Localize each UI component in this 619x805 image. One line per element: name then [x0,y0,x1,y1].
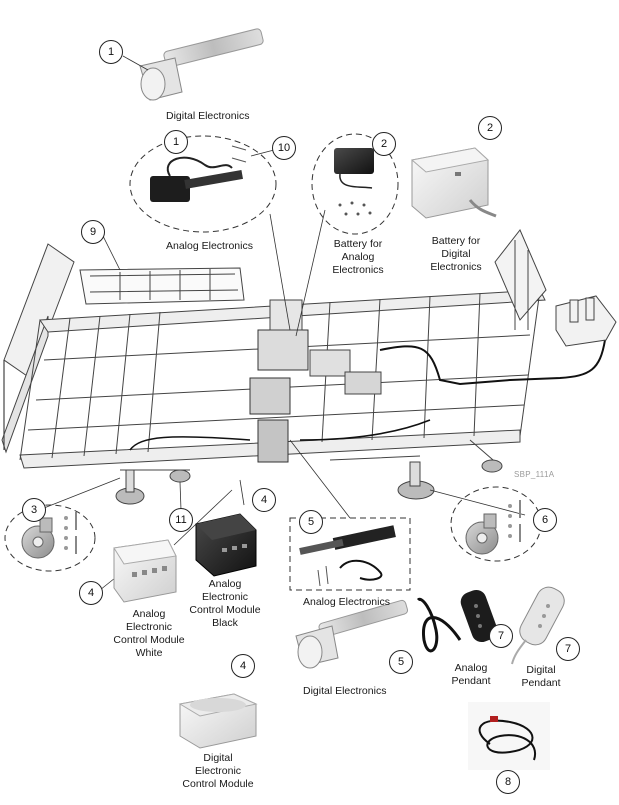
label-digital-pendant: Digital Pendant [521,664,561,689]
label-analog-electronics-right: Analog Electronics [303,596,390,608]
callout-4-black: 4 [252,488,276,512]
callout-10: 10 [272,136,296,160]
battery-analog-dashed-circle [311,133,399,235]
battery-digital [410,147,497,219]
label-analog-control-black: Analog Electronic Control Module Black [189,578,261,629]
analog-actuator-right [299,525,396,587]
caster-right [465,500,521,555]
callout-7-digital: 7 [556,637,580,661]
leader-lines [43,209,526,591]
cable [468,702,550,770]
analog-actuator-dashed-circle [129,135,277,233]
caster-left-dashed-circle [4,504,96,572]
callout-9: 9 [81,220,105,244]
callout-5-box: 5 [299,510,323,534]
label-battery-digital: Battery for Digital Electronics [430,235,482,273]
label-analog-electronics-left: Analog Electronics [166,240,253,252]
bed-frame [1,229,606,505]
digital-actuator-top [122,28,264,101]
callout-5-digital: 5 [389,650,413,674]
battery-analog [334,148,374,216]
label-battery-analog: Battery for Analog Electronics [332,238,384,276]
label-analog-pendant: Analog Pendant [451,662,491,687]
callout-4-digital: 4 [231,654,255,678]
digital-control-module [178,693,258,749]
callout-2-analog: 2 [372,132,396,156]
label-digital-electronics-top: Digital Electronics [166,110,250,122]
label-digital-control-module: Digital Electronic Control Module [182,752,254,790]
analog-actuator-right-dashed-box [289,517,411,591]
callout-4-white: 4 [79,581,103,605]
analog-control-module-white [113,539,177,603]
analog-actuator-left [150,145,275,202]
analog-control-module-black [195,513,257,577]
callout-7-analog: 7 [489,624,513,648]
digital-pendant [511,586,565,665]
callout-8: 8 [496,770,520,794]
callout-1-circle: 1 [164,130,188,154]
analog-pendant [416,589,498,653]
callout-11: 11 [169,508,193,532]
caster-left [21,512,77,559]
figure-code: SBP_111A [514,470,555,479]
callout-6: 6 [533,508,557,532]
callout-3: 3 [22,498,46,522]
digital-actuator-bottom [295,599,408,669]
label-digital-electronics-bottom: Digital Electronics [303,685,387,697]
pendant-holder [555,295,617,347]
label-analog-control-white: Analog Electronic Control Module White [113,608,185,659]
callout-2-digital: 2 [478,116,502,140]
callout-1-top: 1 [99,40,123,64]
